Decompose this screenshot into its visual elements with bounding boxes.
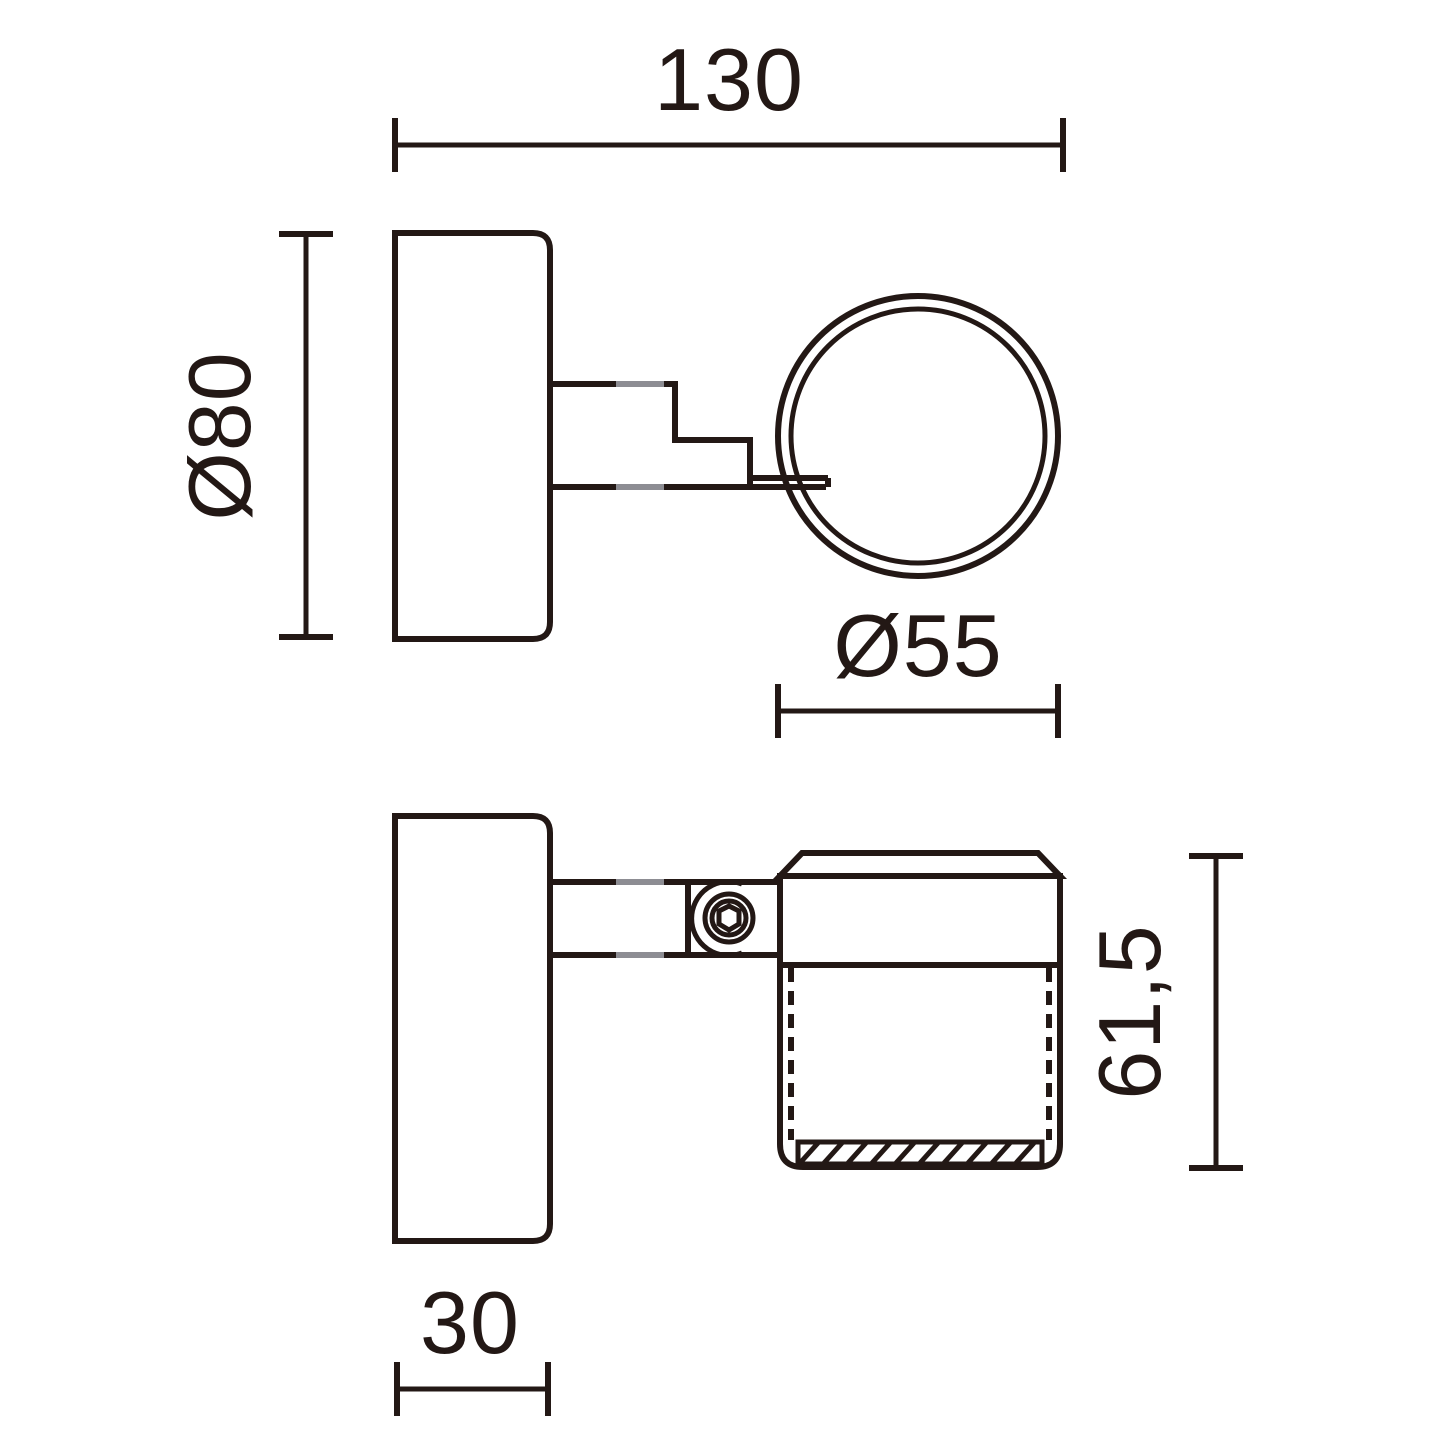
hatch-line	[894, 1141, 916, 1165]
hex-screw-socket	[716, 903, 742, 933]
hatch-line	[990, 1141, 1012, 1165]
front-view-group	[279, 118, 1066, 738]
dimension-label-base-depth: 30	[420, 1273, 520, 1372]
hatch-line	[822, 1141, 844, 1165]
hatch-line	[1014, 1141, 1036, 1165]
swivel-joint-arc	[689, 879, 743, 958]
head-top-cap-side	[772, 850, 1068, 879]
hatch-line	[966, 1141, 988, 1165]
hex-screw-group	[702, 891, 756, 945]
head-upper-housing-side	[777, 873, 1063, 968]
dimension-label-base-diameter: Ø80	[170, 351, 269, 520]
base-plate-front	[392, 230, 553, 642]
lamp-head-inner-circle	[788, 306, 1048, 566]
dimension-head-diameter	[775, 684, 1061, 738]
hatch-line	[846, 1141, 868, 1165]
head-lower-body-side	[777, 965, 1063, 1170]
dimension-base-depth	[394, 1362, 551, 1416]
dimension-label-head-height: 61,5	[1080, 924, 1179, 1099]
side-view-group	[392, 813, 1243, 1416]
lamp-head-outer-circle	[775, 293, 1061, 579]
dimension-overall-width	[392, 118, 1066, 172]
base-plate-side	[392, 813, 553, 1244]
lens-hatch-group	[795, 1139, 1045, 1167]
lens-strip-outline	[795, 1139, 1045, 1167]
hex-screw-inner-circle	[709, 898, 749, 938]
dimension-label-overall-width: 130	[654, 30, 804, 129]
hatch-line	[870, 1141, 892, 1165]
hatch-line	[918, 1141, 940, 1165]
hatch-line	[942, 1141, 964, 1165]
hatch-line	[798, 1141, 820, 1165]
dimension-head-height	[1189, 853, 1243, 1171]
dimension-base-diameter	[279, 231, 333, 640]
dimension-label-head-diameter: Ø55	[833, 596, 1002, 695]
hex-screw-outer-circle	[702, 891, 756, 945]
